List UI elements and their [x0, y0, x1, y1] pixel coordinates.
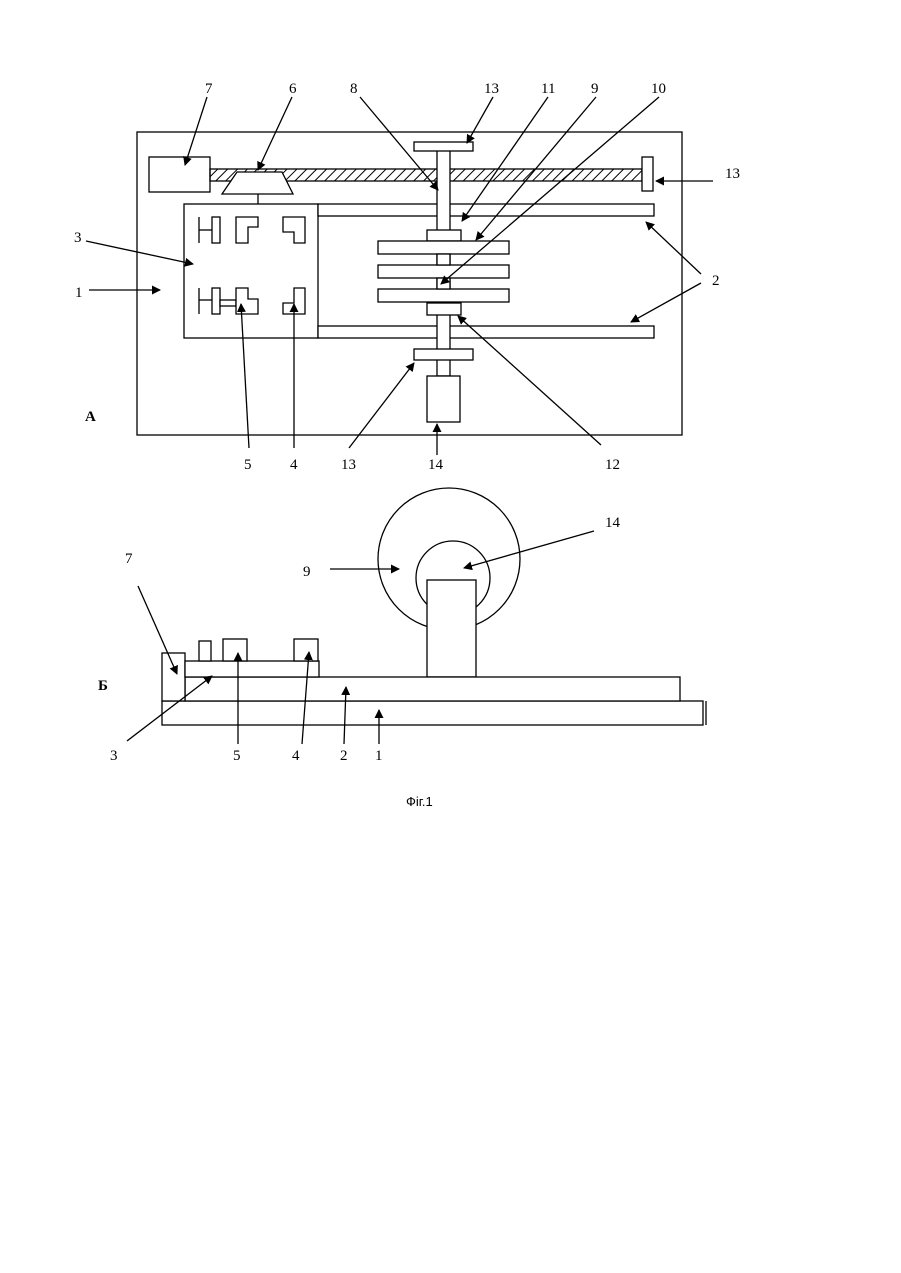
label-b-9: 9 [303, 564, 311, 580]
label-b-1: 1 [375, 748, 383, 764]
label-11: 11 [541, 81, 555, 97]
view-b-label: Б [98, 678, 108, 694]
label-6: 6 [289, 81, 297, 97]
label-10: 10 [651, 81, 666, 97]
bearing-13-top [414, 142, 473, 151]
label-13-top: 13 [484, 81, 499, 97]
clamp-small-side [199, 641, 211, 661]
label-b-3: 3 [110, 748, 118, 764]
rail-2-top [318, 204, 654, 216]
support-post [427, 580, 476, 677]
label-b-2: 2 [340, 748, 348, 764]
label-4: 4 [290, 457, 298, 473]
label-5: 5 [244, 457, 252, 473]
sleeve-12 [427, 303, 461, 315]
clamp-5-side [223, 639, 247, 661]
label-2: 2 [712, 273, 720, 289]
base-plate-1-side [162, 701, 703, 725]
bearing-13-right [642, 157, 653, 191]
clamp-4-side [294, 639, 318, 661]
label-b-7: 7 [125, 551, 133, 567]
sleeve-11 [427, 230, 461, 241]
disc-10 [378, 265, 509, 278]
rail-2-side [185, 677, 680, 701]
view-a-label: А [85, 409, 96, 425]
label-9: 9 [591, 81, 599, 97]
motor-14 [427, 376, 460, 422]
label-1: 1 [75, 285, 83, 301]
clamp-5 [220, 300, 236, 306]
bearing-13-bottom [414, 349, 473, 360]
label-13-bottom: 13 [341, 457, 356, 473]
label-8: 8 [350, 81, 358, 97]
label-14: 14 [428, 457, 444, 473]
label-3: 3 [74, 230, 82, 246]
label-13-right: 13 [725, 166, 740, 182]
motor-7 [149, 157, 210, 192]
label-7: 7 [205, 81, 213, 97]
motor-7-side [162, 653, 185, 701]
view-b: 7 14 9 Б 3 5 4 2 1 [98, 488, 706, 764]
label-b-5: 5 [233, 748, 241, 764]
label-b-4: 4 [292, 748, 300, 764]
disc-lower [378, 289, 509, 302]
carriage-3-side [185, 661, 319, 677]
figure-caption: Фіг.1 [406, 794, 433, 809]
rail-2-bottom [318, 326, 654, 338]
label-b-14: 14 [605, 515, 621, 531]
label-12: 12 [605, 457, 620, 473]
view-a: 7 6 8 13 11 9 10 13 3 1 2 А 5 4 13 14 12 [74, 81, 740, 473]
